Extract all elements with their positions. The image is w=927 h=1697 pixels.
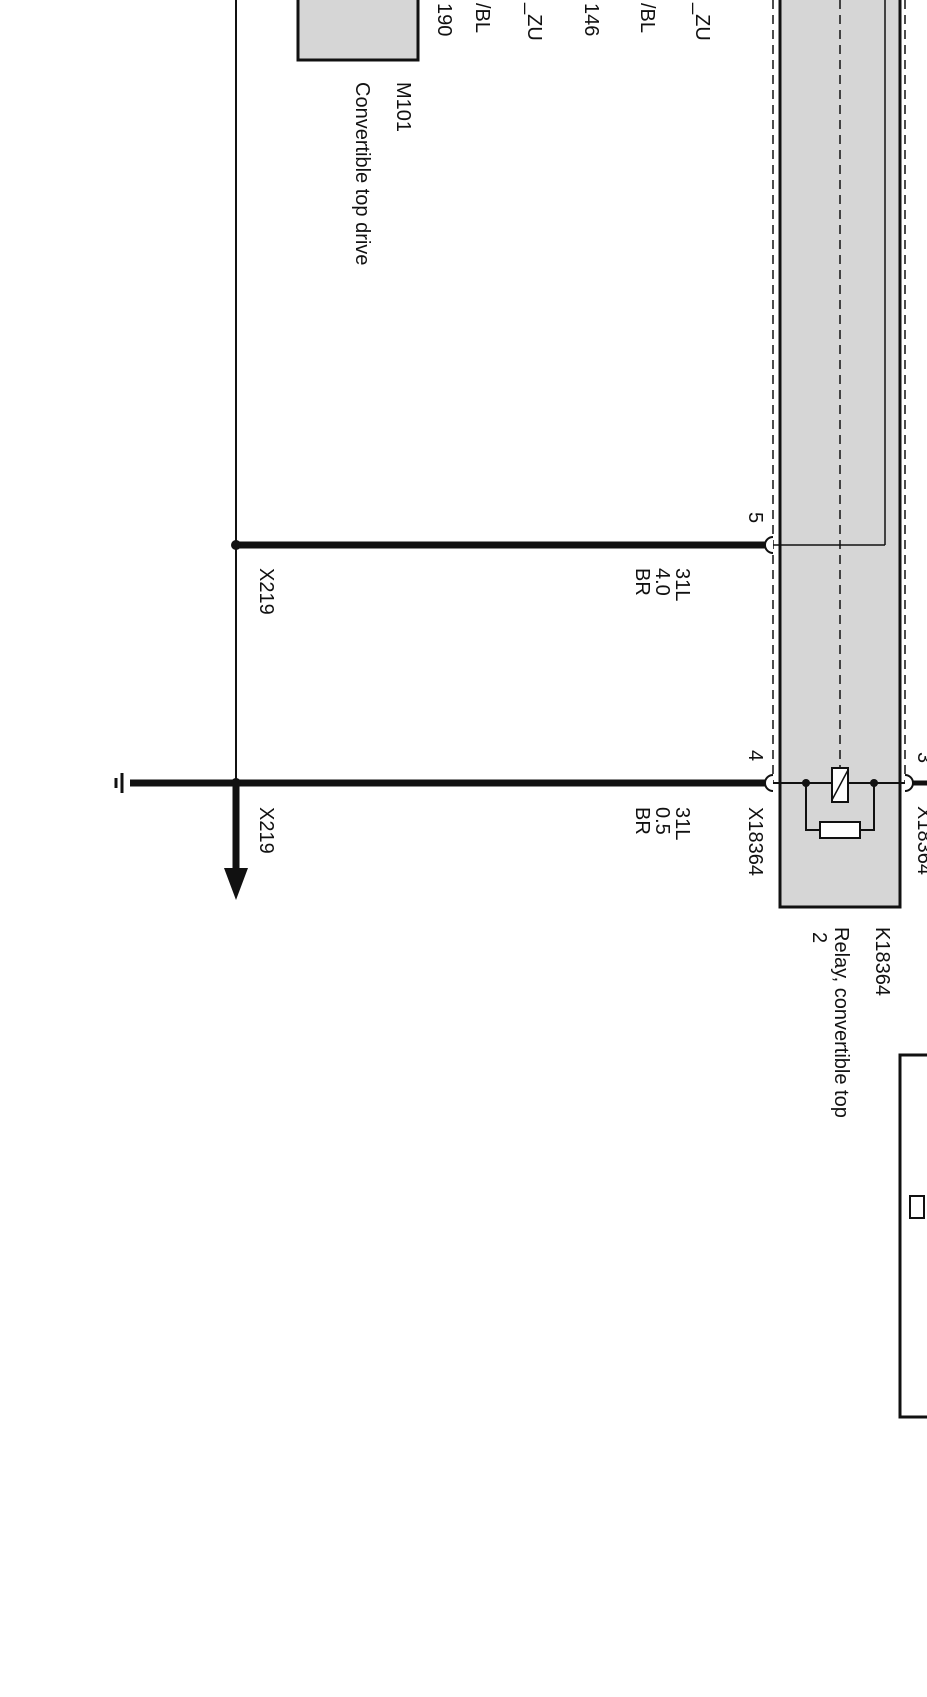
m101-partial-labels: _ZU /BL 146 _ZU /BL 190 [433, 2, 713, 41]
pin5-terminal [764, 536, 774, 554]
relay-id: K18364 [871, 927, 893, 996]
pin5-cross-section: 4.0 [651, 568, 673, 596]
m101-id: M101 [392, 82, 414, 132]
pin4-cross-section: 0.5 [651, 807, 673, 835]
relay-connector-label: X18364 [744, 807, 766, 876]
pin4-signal: 31L [671, 807, 693, 840]
pin5-junction-label: X219 [255, 568, 277, 615]
pin5-number: 5 [744, 512, 766, 523]
pin4-terminal [764, 774, 774, 792]
partial-label-3: 146 [580, 3, 602, 36]
junction-dot-pin5 [231, 540, 241, 550]
relay-name-line1: Relay, convertible top [830, 927, 852, 1118]
partial-label-6: 190 [433, 3, 455, 36]
partial-component-box [898, 1053, 927, 1419]
m101-name: Convertible top drive [351, 82, 373, 265]
m101-component-box [296, 0, 420, 62]
resistor-icon [819, 821, 861, 839]
relay-pin3-terminal [904, 774, 914, 792]
relay-name-line2: 2 [808, 932, 830, 943]
pin4-junction-label: X219 [255, 807, 277, 854]
arrow-down-icon [224, 783, 248, 900]
pin4-number: 4 [744, 750, 766, 761]
pin5-signal: 31L [671, 568, 693, 601]
partial-label-5: /BL [471, 3, 493, 33]
relay-coil-icon [831, 767, 849, 803]
partial-component-terminal [909, 1195, 925, 1219]
pin5-wire-color: BR [631, 568, 653, 596]
relay-pin3-partial-number: 3 [913, 752, 927, 763]
partial-label-1: _ZU [691, 2, 713, 41]
partial-label-2: /BL [636, 3, 658, 33]
partial-label-4: _ZU [523, 2, 545, 41]
pin4-wire-color: BR [631, 807, 653, 835]
ground-icon [114, 773, 124, 793]
relay-connector-top-partial: X18364 [913, 806, 927, 875]
